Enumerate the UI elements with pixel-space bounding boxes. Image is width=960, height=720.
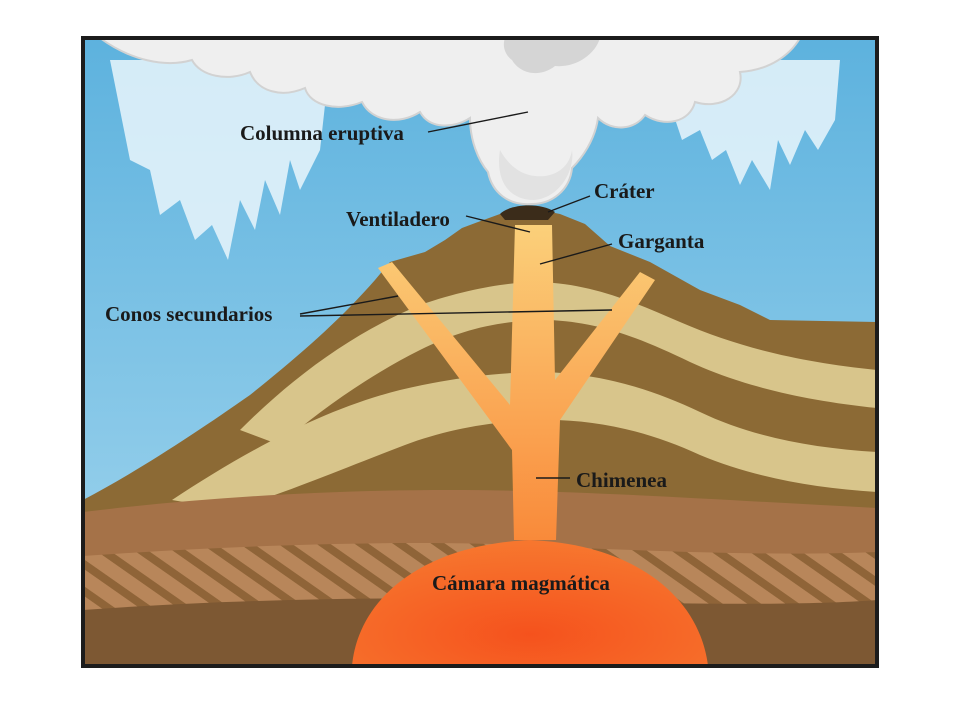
ground-brown bbox=[83, 490, 877, 560]
leader-crater bbox=[547, 195, 591, 213]
conduit bbox=[378, 225, 655, 540]
leader-cone-left bbox=[299, 295, 399, 315]
frame-border bbox=[81, 36, 879, 668]
leader-vent bbox=[465, 215, 531, 233]
cloud-shade bbox=[503, 38, 600, 74]
label-crater: Cráter bbox=[594, 179, 655, 203]
strata-light-top bbox=[240, 282, 877, 445]
label-eruption-column: Columna eruptiva bbox=[240, 121, 404, 145]
ice-drip-left bbox=[110, 60, 330, 260]
magma-chamber bbox=[352, 540, 708, 666]
leader-cone-right bbox=[299, 309, 613, 317]
leader-throat bbox=[539, 243, 613, 265]
label-secondary-cones: Conos secundarios bbox=[105, 302, 272, 326]
eruption-cloud bbox=[98, 38, 802, 206]
leader-eruption-column bbox=[427, 111, 529, 133]
label-magma-chamber: Cámara magmática bbox=[432, 571, 610, 595]
strata-light-bottom bbox=[172, 372, 877, 510]
label-vent: Ventiladero bbox=[346, 207, 450, 231]
label-chimney: Chimenea bbox=[576, 468, 667, 492]
cloud-shade-lower bbox=[499, 150, 573, 200]
crater-rim bbox=[500, 205, 555, 220]
label-throat: Garganta bbox=[618, 229, 705, 253]
